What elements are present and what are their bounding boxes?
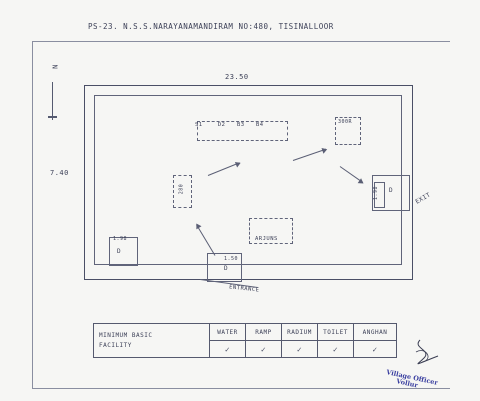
hall-outer-wall: [84, 85, 413, 280]
column-header-water: WATER: [209, 323, 246, 341]
north-arrow-base: [48, 116, 57, 118]
officer-table: [335, 117, 361, 145]
hall-inner-wall: [94, 95, 402, 265]
facility-title-line2: FACILITY: [99, 341, 132, 349]
facility-table: MINIMUM BASIC FACILITY WATER RAMP RADIUM…: [93, 323, 397, 358]
side-table-label: 280: [178, 183, 185, 195]
exit-door-mark: D: [389, 187, 394, 194]
column-header-toilet: TOILET: [317, 323, 354, 341]
check-mark-icon: ✓: [281, 340, 318, 358]
exit-door-box: [372, 175, 410, 211]
width-dimension: 23.50: [225, 73, 249, 81]
check-mark-icon: ✓: [245, 340, 282, 358]
side-table: [173, 175, 192, 208]
signature-stroke: [417, 339, 439, 365]
booth-labels: S1 D2 B3 B4: [195, 122, 264, 128]
column-header-ramp: RAMP: [245, 323, 282, 341]
check-mark-icon: ✓: [209, 340, 246, 358]
agents-area-label: ARJUNS: [255, 236, 278, 242]
signature-loop: [415, 350, 429, 363]
page-title: PS-23. N.S.S.NARAYANAMANDIRAM NO:480, TI…: [88, 22, 334, 31]
check-mark-icon: ✓: [353, 340, 397, 358]
column-header-radium: RADIUM: [281, 323, 318, 341]
column-header-anghan: ANGHAN: [353, 323, 397, 341]
exit-door-size: 1.98: [373, 185, 380, 201]
check-mark-icon: ✓: [317, 340, 354, 358]
facility-title-line1: MINIMUM BASIC: [99, 331, 153, 339]
sheet-border: [32, 41, 450, 389]
table-row: MINIMUM BASIC FACILITY WATER RAMP RADIUM…: [93, 323, 397, 358]
north-label: N: [50, 64, 59, 70]
north-arrow-icon: [52, 82, 53, 120]
table-row: ✓ ✓ ✓ ✓ ✓: [94, 340, 397, 358]
facility-title: MINIMUM BASIC FACILITY: [93, 323, 210, 358]
height-dimension: 7.40: [50, 169, 69, 177]
corner-door-mark: D: [117, 248, 122, 255]
booth-label-4: B4: [256, 122, 264, 128]
entrance-door-size: 1.50: [224, 256, 239, 262]
corner-door-box: [109, 237, 138, 266]
agents-area: [249, 218, 293, 244]
officer-table-label: 300R: [338, 119, 353, 125]
corner-door-size: 1.98: [113, 236, 128, 242]
exit-door-frame: [374, 182, 385, 208]
village-officer-seal: Village Officer Vollur: [385, 339, 439, 390]
entrance-door-mark: D: [224, 265, 229, 272]
booth-label-2: D2: [217, 122, 226, 128]
booth-label-3: B3: [236, 122, 245, 128]
booth-label-1: S1: [195, 122, 203, 128]
booth-row: [197, 121, 288, 141]
